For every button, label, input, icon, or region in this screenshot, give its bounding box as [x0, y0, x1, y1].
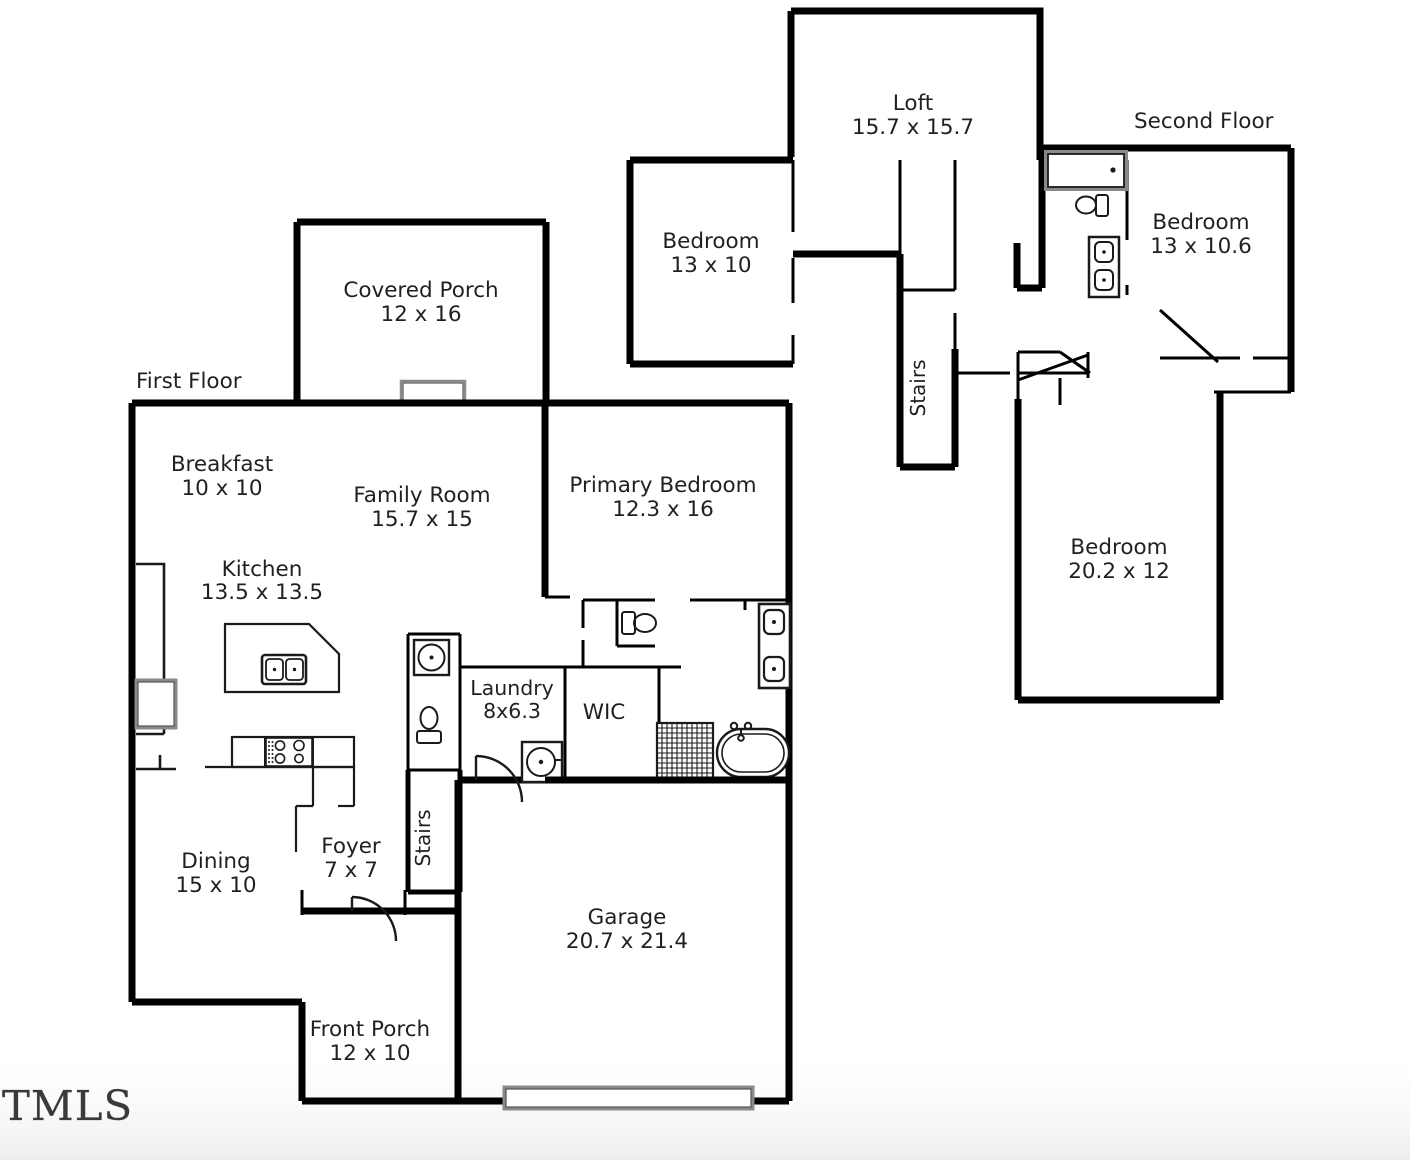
dining-dimensions: 15 x 10: [175, 873, 256, 898]
front-porch-label: Front Porch: [310, 1017, 430, 1042]
primary-bedroom-dimensions: 12.3 x 16: [612, 497, 714, 522]
tub-icon-second-floor: [1044, 150, 1128, 191]
front-door-icon: [350, 895, 398, 942]
second-floor-hall-walls: [793, 250, 959, 471]
bedroom-nw-walls: [626, 156, 793, 368]
garage-label: Garage: [588, 905, 667, 930]
covered-porch-label: Covered Porch: [343, 278, 498, 303]
bedroom-se-label: Bedroom: [1070, 535, 1167, 560]
refrigerator-icon: [136, 562, 166, 736]
primary-bath-walls: [581, 598, 789, 669]
powder-bath-walls: [406, 632, 462, 772]
second-floor-title: Second Floor: [1134, 109, 1274, 134]
kitchen-left-wall-stub: [136, 755, 176, 771]
loft-dimensions: 15.7 x 15.7: [852, 115, 974, 140]
bedroom-ne-dimensions: 13 x 10.6: [1150, 234, 1252, 259]
laundry-label: Laundry: [470, 676, 554, 700]
primary-vanity-icon: [757, 602, 792, 690]
stairs-second-shaft: [898, 160, 957, 254]
kitchen-island-icon: [223, 622, 341, 694]
family-room-dimensions: 15.7 x 15: [371, 507, 473, 532]
bedroom-nw-label: Bedroom: [662, 229, 759, 254]
pantry-nook-icon: [134, 678, 178, 730]
bedroom-se-walls: [1014, 392, 1224, 704]
laundry-dimensions: 8x6.3: [483, 699, 541, 723]
powder-toilet-icon: [416, 706, 442, 744]
vanity-icon-second-floor: [1087, 235, 1121, 299]
dining-label: Dining: [181, 849, 250, 874]
stairs-first-walls: [405, 770, 463, 895]
bedroom-ne-label: Bedroom: [1152, 210, 1249, 235]
toilet-icon-second-floor: [1075, 194, 1109, 217]
kitchen-counter-icon: [205, 735, 356, 852]
powder-sink-icon: [412, 638, 451, 677]
garage-door-icon: [502, 1085, 755, 1111]
second-floor-hall-thin: [900, 254, 1091, 405]
kitchen-dimensions: 13.5 x 13.5: [201, 580, 323, 605]
primary-tub-icon: [715, 721, 791, 779]
stairs-first-label: Stairs: [411, 810, 435, 867]
loft-walls: [787, 7, 1044, 160]
tmls-watermark: TMLS: [2, 1082, 134, 1130]
bedroom-se-dimensions: 20.2 x 12: [1068, 559, 1170, 584]
porch-door-icon: [399, 379, 467, 405]
wic-label: WIC: [583, 700, 626, 725]
breakfast-dimensions: 10 x 10: [181, 476, 262, 501]
covered-porch-walls: [293, 218, 550, 403]
front-porch-dimensions: 12 x 10: [329, 1041, 410, 1066]
laundry-appliance-icon: [520, 740, 564, 784]
stairs-second-label: Stairs: [906, 360, 930, 417]
shower-icon: [655, 721, 715, 781]
primary-toilet-icon: [621, 611, 657, 635]
first-floor-title: First Floor: [136, 369, 242, 394]
foyer-label: Foyer: [321, 834, 381, 859]
front-porch-walls: [302, 907, 462, 1101]
second-floor-group: Stairs: [626, 7, 1295, 704]
family-room-label: Family Room: [353, 483, 490, 508]
first-floor-group: Covered Porch 12 x 16 First Floor: [128, 218, 793, 1111]
kitchen-label: Kitchen: [222, 557, 303, 582]
bedroom-nw-dimensions: 13 x 10: [670, 253, 751, 278]
bedroom-ne-thin: [1125, 160, 1291, 394]
garage-dimensions: 20.7 x 21.4: [566, 929, 688, 954]
loft-label: Loft: [893, 91, 933, 116]
foyer-dimensions: 7 x 7: [324, 858, 378, 883]
primary-bedroom-label: Primary Bedroom: [569, 473, 756, 498]
bedroom-ne-walls: [1013, 144, 1295, 392]
garage-entry-door-icon: [474, 754, 524, 803]
breakfast-label: Breakfast: [171, 452, 273, 477]
covered-porch-dimensions: 12 x 16: [380, 302, 461, 327]
